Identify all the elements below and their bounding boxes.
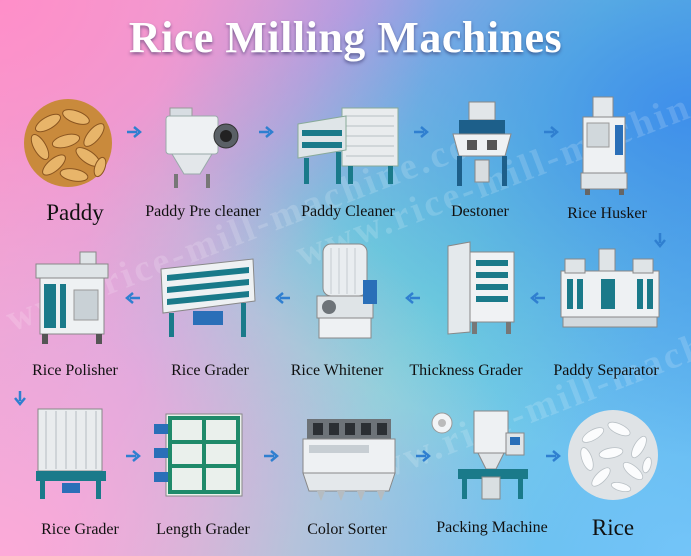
flow-arrow-down [12, 390, 28, 406]
step-label-rice: Rice [591, 515, 635, 540]
step-packing-machine [428, 405, 533, 505]
flow-arrow-left [275, 290, 291, 306]
step-label-thickness-grader: Thickness Grader [409, 362, 523, 379]
step-label-color-sorter: Color Sorter [307, 521, 387, 538]
flow-arrow-right [263, 448, 279, 464]
flow-arrow-right [545, 448, 561, 464]
flow-arrow-left [530, 290, 546, 306]
flow-arrow-right [415, 448, 431, 464]
flow-arrow-right [258, 124, 274, 140]
packing-machine-icon [431, 410, 528, 500]
step-label-paddy-separator: Paddy Separator [553, 362, 659, 379]
flow-arrow-left [405, 290, 421, 306]
paddy-separator-machine-icon [560, 248, 660, 328]
step-label-paddy: Paddy [46, 200, 104, 225]
white-rice-grains-icon [568, 410, 658, 500]
paddy-grains-icon [24, 99, 112, 187]
step-rice-whitener [305, 240, 385, 345]
page-title: Rice Milling Machines [128, 13, 563, 62]
rice-polisher-machine-icon [35, 251, 109, 344]
step-color-sorter [293, 415, 403, 505]
rice-grader-tall-machine-icon [36, 408, 106, 499]
rice-husker-machine-icon [580, 96, 628, 195]
step-rice-polisher [30, 250, 115, 348]
step-paddy-cleaner [290, 102, 405, 194]
step-label-packing-machine: Packing Machine [436, 519, 548, 536]
step-label-rice-whitener: Rice Whitener [290, 362, 384, 379]
length-grader-machine-icon [154, 413, 243, 497]
step-thickness-grader [440, 240, 522, 340]
step-label-paddy-cleaner: Paddy Cleaner [301, 203, 395, 220]
step-rice-grader [155, 255, 260, 343]
flow-arrow-right [413, 124, 429, 140]
flow-arrow-left [125, 290, 141, 306]
color-sorter-machine-icon [302, 419, 396, 501]
step-label-rice-grader: Rice Grader [171, 362, 249, 379]
flow-arrow-right [126, 124, 142, 140]
step-paddy-pre-cleaner [160, 100, 245, 195]
flow-arrow-down [652, 232, 668, 248]
step-rice [563, 405, 663, 505]
flow-arrow-right [125, 448, 141, 464]
rice-grader-machine-icon [160, 258, 256, 337]
step-label-destoner: Destoner [451, 203, 509, 220]
step-paddy [18, 95, 118, 195]
step-label-paddy-pre-cleaner: Paddy Pre cleaner [145, 203, 261, 220]
thickness-grader-machine-icon [447, 241, 515, 335]
rice-whitener-machine-icon [316, 243, 377, 339]
step-paddy-separator [555, 245, 665, 337]
step-rice-husker [575, 95, 635, 197]
step-label-length-grader: Length Grader [156, 521, 250, 538]
paddy-cleaner-machine-icon [297, 107, 399, 184]
flow-arrow-right [543, 124, 559, 140]
step-rice-grader-2 [32, 405, 117, 505]
pre-cleaner-machine-icon [165, 107, 239, 188]
step-destoner [445, 100, 520, 192]
step-label-rice-husker: Rice Husker [567, 205, 647, 222]
step-label-rice-grader-2: Rice Grader [41, 521, 119, 538]
step-label-rice-polisher: Rice Polisher [32, 362, 118, 379]
step-length-grader [150, 410, 250, 505]
destoner-machine-icon [452, 101, 512, 186]
